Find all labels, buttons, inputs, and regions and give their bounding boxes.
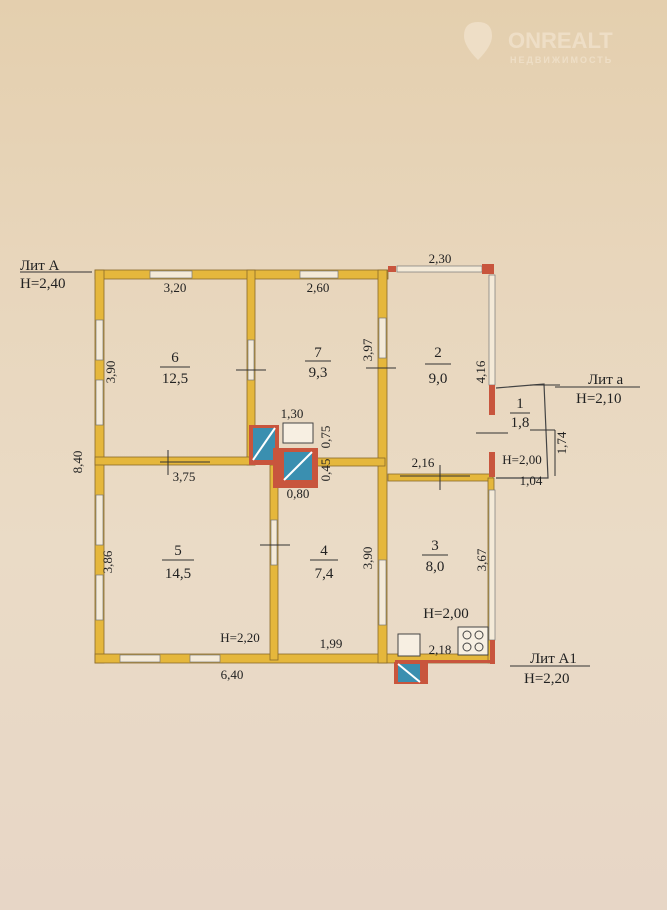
room-fraction-lines: [160, 360, 530, 561]
liter-a-small-name: Лит а: [588, 372, 624, 388]
dim-label: 3,90: [360, 547, 375, 570]
dim-label: 0,45: [318, 459, 333, 482]
dim-label: 2,30: [429, 251, 452, 266]
dim-label: 3,20: [164, 280, 187, 295]
room-5-number: 5: [174, 543, 182, 559]
dim-label: 2,16: [412, 455, 435, 470]
dim-label: 3,86: [100, 550, 115, 573]
dim-label: 3,97: [360, 338, 375, 361]
liter-a1-height: H=2,20: [524, 671, 570, 687]
room-1-area: 1,8: [511, 415, 530, 431]
room-2-area: 9,0: [429, 371, 448, 387]
room-3-number: 3: [431, 538, 439, 554]
liter-labels: Лит А H=2,40 Лит а H=2,10 Лит А1 H=2,20: [20, 258, 624, 687]
room-2-number: 2: [434, 345, 442, 361]
height-label: H=2,00: [423, 606, 469, 622]
dim-label: 1,74: [554, 431, 569, 454]
dimension-lines: [20, 271, 640, 667]
room-3-area: 8,0: [426, 559, 445, 575]
windows: [95, 265, 496, 663]
stove-icon: [249, 425, 428, 684]
watermark-logo: ONREALT НЕДВИЖИМОСТЬ: [464, 22, 613, 65]
dim-label: 3,67: [474, 548, 489, 571]
dim-label: 1,04: [520, 473, 543, 488]
room-7-area: 9,3: [309, 365, 328, 381]
dim-label: 6,40: [221, 667, 244, 682]
liter-a-name: Лит А: [20, 258, 60, 274]
room-5-area: 14,5: [165, 566, 191, 582]
dim-label: 2,18: [429, 642, 452, 657]
dimension-labels: 3,20 2,60 2,30 3,90 3,97 4,16 8,40 3,75 …: [70, 251, 569, 682]
room-6-number: 6: [171, 350, 179, 366]
liter-a1-name: Лит А1: [530, 651, 577, 667]
appliances: [282, 422, 489, 657]
dim-label: 0,80: [287, 486, 310, 501]
watermark-tagline: НЕДВИЖИМОСТЬ: [510, 55, 613, 65]
watermark-brand: ONREALT: [508, 28, 613, 53]
liter-a-small-height: H=2,10: [576, 391, 622, 407]
dim-label: 8,40: [70, 451, 85, 474]
dim-label: 3,75: [173, 469, 196, 484]
dim-label: 2,60: [307, 280, 330, 295]
dim-label: 3,90: [103, 361, 118, 384]
dim-label: 1,30: [281, 406, 304, 421]
room-4-number: 4: [320, 543, 328, 559]
room-7-number: 7: [314, 345, 322, 361]
room-6-area: 12,5: [162, 371, 188, 387]
liter-a-height: H=2,40: [20, 276, 66, 292]
height-label: H=2,20: [220, 630, 259, 645]
dim-label: 1,99: [320, 636, 343, 651]
room-1-number: 1: [516, 396, 524, 412]
porch-outline: [495, 383, 549, 479]
room-4-area: 7,4: [315, 566, 334, 582]
room-labels: 1 1,8 2 9,0 3 8,0 4 7,4 5 14,5 6 12,5 7 …: [162, 345, 530, 582]
brick-walls: [388, 264, 495, 664]
dim-label: 4,16: [473, 360, 488, 383]
dim-label: 0,75: [318, 426, 333, 449]
height-label: H=2,00: [502, 452, 541, 467]
